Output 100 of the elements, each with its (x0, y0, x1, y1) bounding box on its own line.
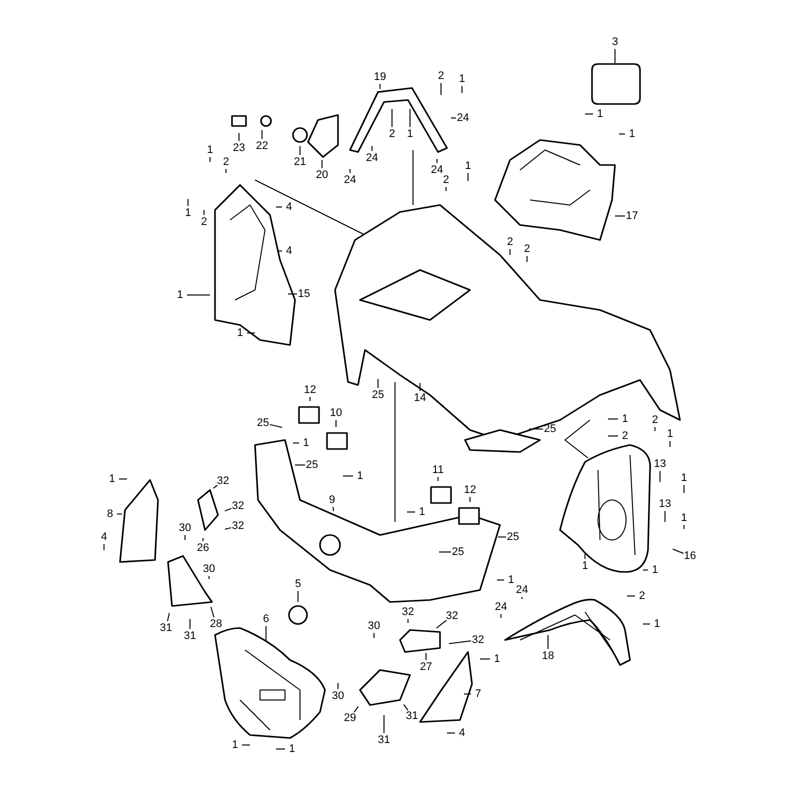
callout-number: 32 (232, 500, 244, 512)
callout-number: 30 (178, 522, 192, 534)
leader-line (528, 428, 544, 430)
callout-number: 12 (304, 384, 316, 396)
callout-number: 30 (368, 620, 380, 632)
callout-number: 29 (344, 712, 356, 724)
callout-number: 1 (206, 144, 214, 156)
callout-number: 7 (474, 688, 482, 700)
callout-number: 1 (176, 289, 184, 301)
callout-number: 9 (328, 494, 336, 506)
callout-number: 1 (236, 327, 244, 339)
leader-line (448, 640, 472, 644)
callout-number: 32 (446, 610, 458, 622)
callout-number: 24 (494, 601, 508, 613)
leader-line (498, 536, 506, 538)
callout-number: 16 (684, 550, 696, 562)
leader-line (210, 606, 214, 618)
callout-number: 1 (464, 160, 472, 172)
callout-number: 14 (414, 392, 426, 404)
leader-line (294, 464, 306, 466)
leader-line (440, 82, 442, 96)
callout-number: 31 (406, 710, 418, 722)
leader-line (526, 256, 528, 262)
callout-number: 25 (506, 531, 520, 543)
callout-number: 3 (612, 36, 618, 48)
leader-line (224, 527, 232, 530)
callout-number: 5 (294, 578, 302, 590)
callout-number: 24 (456, 112, 470, 124)
callout-number: 11 (432, 464, 444, 476)
leader-line (202, 538, 204, 542)
callout-number: 24 (516, 584, 528, 596)
leader-line (292, 442, 300, 444)
callout-number: 1 (666, 428, 674, 440)
callout-number: 28 (210, 618, 222, 630)
leader-line (208, 576, 210, 580)
leader-line (446, 732, 456, 734)
leader-line (276, 206, 282, 208)
callout-number: 25 (256, 417, 270, 429)
callout-number: 8 (106, 508, 114, 520)
callout-number: 2 (524, 243, 530, 255)
callout-number: 2 (388, 128, 396, 140)
callout-number: 1 (508, 574, 514, 586)
callout-number: 32 (232, 520, 244, 532)
callout-number: 17 (626, 210, 638, 222)
callout-number: 1 (232, 739, 238, 751)
callout-number: 13 (654, 458, 666, 470)
callout-number: 1 (108, 473, 116, 485)
leader-line (224, 508, 232, 512)
callout-number: 25 (452, 546, 464, 558)
callout-number: 1 (680, 472, 688, 484)
callout-number: 10 (330, 407, 342, 419)
callout-number: 25 (372, 389, 384, 401)
leader-line (276, 250, 282, 252)
leader-line (212, 484, 218, 489)
leader-line (584, 552, 586, 560)
callout-number: 24 (344, 174, 356, 186)
callout-number: 1 (302, 437, 310, 449)
callout-number: 24 (430, 164, 444, 176)
leader-line (500, 614, 502, 618)
leader-line (184, 534, 186, 540)
callout-number: 1 (582, 560, 588, 572)
callout-number: 1 (458, 73, 466, 85)
callout-number: 1 (418, 506, 426, 518)
callout-number: 2 (652, 414, 658, 426)
callout-number: 13 (658, 498, 672, 510)
callout-number: 2 (506, 236, 514, 248)
leader-line (246, 332, 256, 334)
leader-line (238, 132, 240, 142)
callout-number: 1 (288, 743, 296, 755)
callout-number: 4 (458, 727, 466, 739)
callout-number: 31 (160, 622, 172, 634)
callout-number: 23 (232, 142, 246, 154)
callout-number: 15 (298, 288, 310, 300)
leader-line (118, 478, 128, 480)
leader-line (436, 620, 447, 629)
callout-number: 30 (332, 690, 344, 702)
leader-line (608, 418, 618, 420)
leader-line (186, 294, 210, 296)
callout-number: 1 (622, 413, 628, 425)
callout-number: 31 (378, 734, 390, 746)
leader-line (332, 506, 334, 512)
callout-number: 27 (420, 661, 432, 673)
leader-line (403, 704, 408, 711)
leader-line (269, 424, 283, 428)
callout-number: 21 (294, 156, 306, 168)
callout-number: 2 (442, 174, 450, 186)
leader-line (276, 748, 286, 750)
callout-number: 25 (306, 459, 318, 471)
callout-number: 2 (222, 156, 230, 168)
leader-line (654, 426, 656, 432)
callout-number: 4 (286, 201, 292, 213)
callout-number: 2 (200, 216, 208, 228)
callout-number: 4 (100, 531, 108, 543)
callout-number: 32 (402, 606, 414, 618)
leader-line (354, 706, 359, 713)
callout-number: 19 (374, 71, 386, 83)
leader-line (672, 548, 684, 554)
callout-number: 22 (256, 140, 268, 152)
callout-number: 2 (438, 70, 444, 82)
callout-number: 4 (286, 245, 292, 257)
